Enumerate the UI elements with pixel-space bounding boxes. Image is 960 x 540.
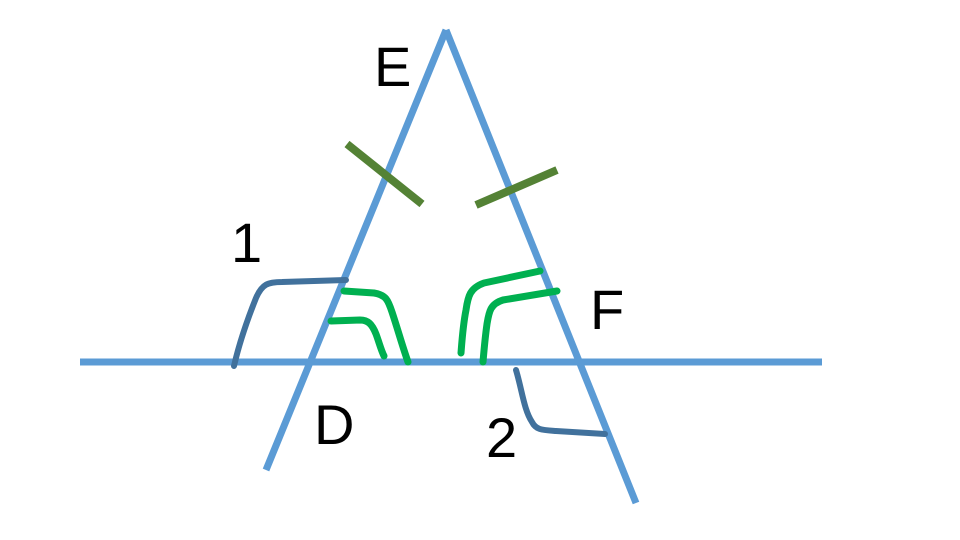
angle-2-arc <box>513 367 608 437</box>
angle-d-inner-arc-inner <box>327 316 388 360</box>
angle-label-2: 2 <box>486 406 517 469</box>
point-label-f: F <box>590 278 624 341</box>
tick-mark-left <box>344 140 425 208</box>
point-label-d: D <box>314 393 354 456</box>
angle-label-1: 1 <box>231 211 262 274</box>
angle-d-inner-arc-outer <box>340 287 412 366</box>
point-label-e: E <box>374 35 411 98</box>
tick-mark-right <box>474 166 559 209</box>
angle-f-inner-arc-outer <box>457 267 544 357</box>
line-right-side-ef <box>442 28 640 505</box>
line-left-side-ed <box>262 28 450 472</box>
angle-f-inner-arc-inner <box>479 287 561 366</box>
angle-1-arc <box>231 277 349 369</box>
